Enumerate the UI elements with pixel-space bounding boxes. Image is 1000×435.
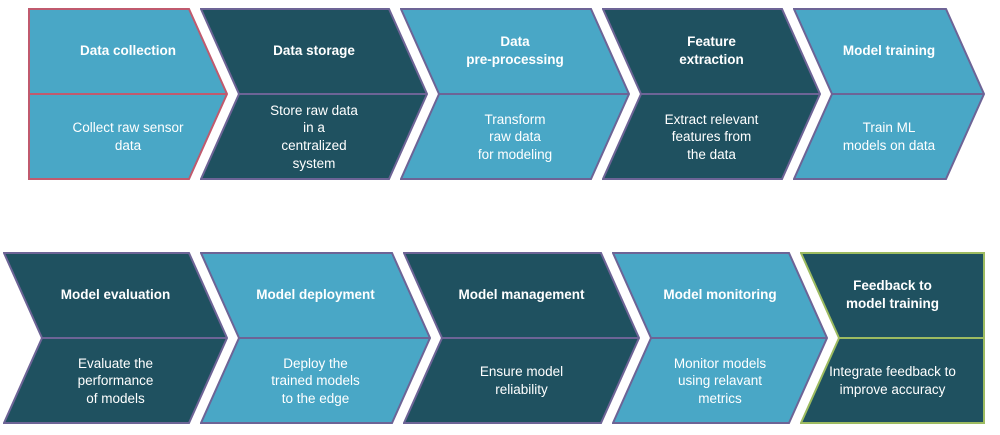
step-model-management[interactable]: Model management Ensure model reliabilit… [403, 252, 640, 424]
chevron-shape [800, 252, 985, 424]
step-title: Feature extraction [679, 34, 744, 67]
step-model-training[interactable]: Model training Train ML models on data [793, 8, 985, 180]
chevron-shape [28, 8, 228, 180]
step-title: Model evaluation [60, 287, 171, 303]
step-description: Evaluate the performance of models [77, 355, 154, 406]
chevron-shape [200, 252, 431, 424]
step-description: Collect raw sensor data [72, 120, 184, 153]
chevron-shape [400, 8, 630, 180]
flow-row-bottom: Model evaluation Evaluate the performanc… [0, 252, 1000, 424]
step-description: Transform raw data for modeling [477, 111, 553, 162]
step-model-monitoring[interactable]: Model monitoring Monitor models using re… [612, 252, 828, 424]
chevron-shape [602, 8, 821, 180]
step-description: Train ML models on data [842, 120, 936, 153]
step-feature-extraction[interactable]: Feature extraction Extract relevant feat… [602, 8, 821, 180]
step-data-pre-processing[interactable]: Data pre-processing Transform raw data f… [400, 8, 630, 180]
chevron-shape [200, 8, 428, 180]
step-title: Data storage [273, 43, 355, 59]
step-feedback-to-model-training[interactable]: Feedback to model training Integrate fee… [800, 252, 985, 424]
step-title: Model monitoring [663, 287, 777, 303]
step-description: Ensure model reliability [479, 364, 564, 397]
step-data-storage[interactable]: Data storage Store raw data in a central… [200, 8, 428, 180]
chevron-shape [3, 252, 228, 424]
flow-row-top: Data collection Collect raw sensor data … [0, 8, 1000, 180]
chevron-shape [793, 8, 985, 180]
step-description: Monitor models using relavant metrics [673, 355, 767, 406]
step-title: Model deployment [256, 287, 375, 303]
step-title: Data pre-processing [466, 34, 564, 67]
step-title: Model training [842, 43, 936, 59]
chevron-shape [612, 252, 828, 424]
step-title: Model management [458, 287, 585, 303]
chevron-shape [403, 252, 640, 424]
step-description: Deploy the trained models to the edge [271, 355, 360, 406]
step-description: Extract relevant features from the data [664, 111, 759, 162]
step-description: Integrate feedback to improve accuracy [829, 364, 956, 397]
step-model-evaluation[interactable]: Model evaluation Evaluate the performanc… [3, 252, 228, 424]
step-description: Store raw data in a centralized system [270, 102, 358, 171]
step-model-deployment[interactable]: Model deployment Deploy the trained mode… [200, 252, 431, 424]
step-title: Feedback to model training [845, 278, 939, 311]
step-data-collection[interactable]: Data collection Collect raw sensor data [28, 8, 228, 180]
step-title: Data collection [79, 43, 177, 59]
